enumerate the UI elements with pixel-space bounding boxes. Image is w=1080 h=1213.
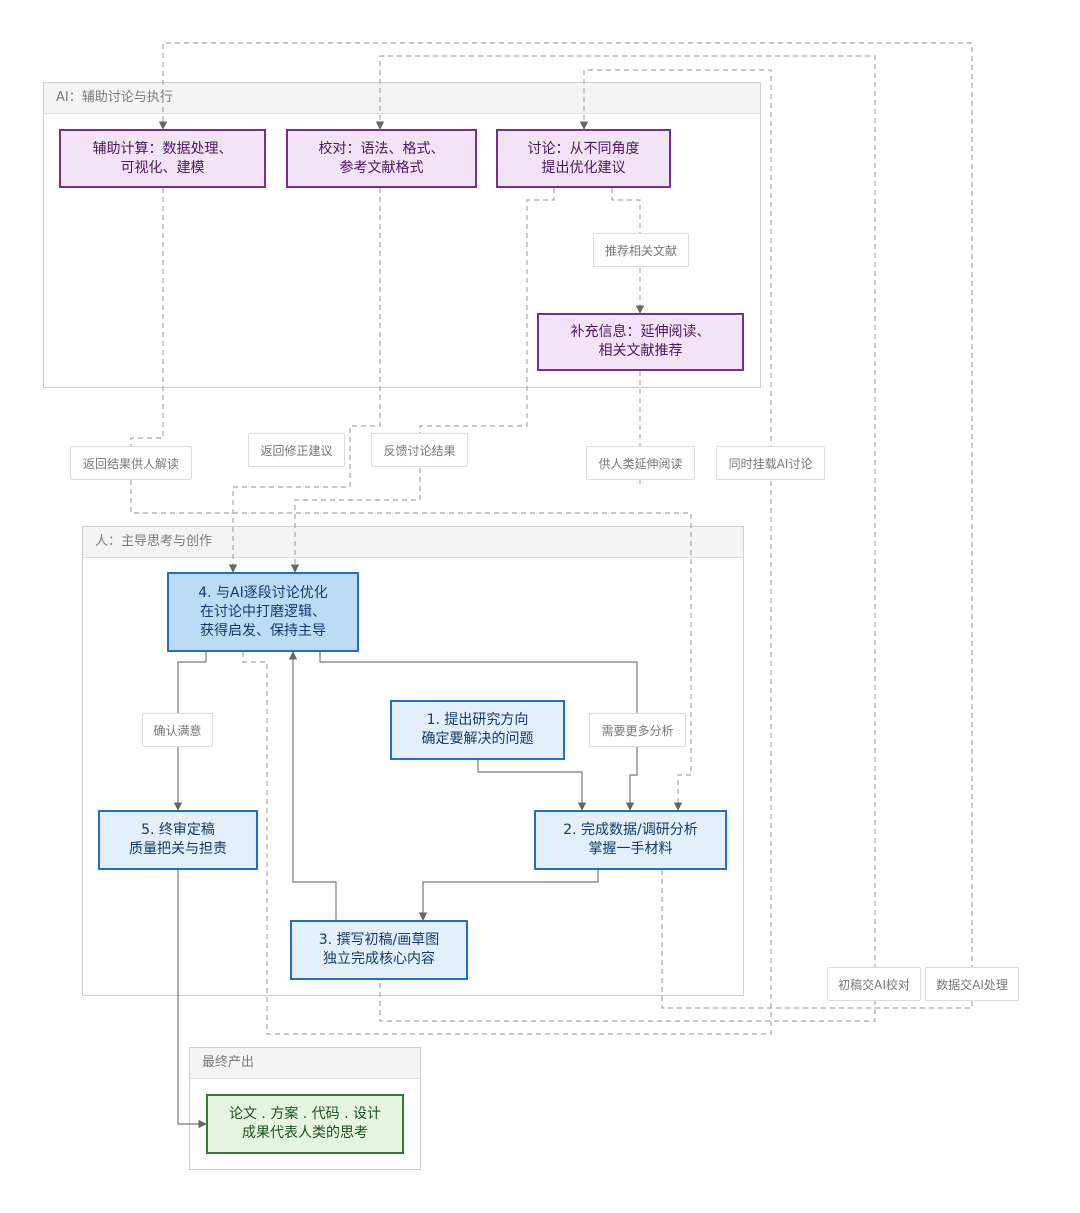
ai-discuss-line2: 提出优化建议 <box>541 159 626 176</box>
ai-supplement-line1: 补充信息：延伸阅读、 <box>570 324 711 340</box>
label-recommend: 推荐相关文献 <box>593 233 689 267</box>
output-line1: 论文 . 方案 . 代码 . 设计 <box>228 1106 382 1122</box>
step3-line2: 独立完成核心内容 <box>323 951 435 967</box>
edge-draft-to-ai <box>375 55 876 1022</box>
edge-step3-to-step4 <box>288 651 337 920</box>
label-confirm: 确认满意 <box>142 713 213 747</box>
final-group-title: 最终产出 <box>190 1048 420 1079</box>
step3-node[interactable]: 3. 撰写初稿/画草图 独立完成核心内容 <box>290 920 468 980</box>
step1-line2: 确定要解决的问题 <box>421 731 534 747</box>
label-draft-to-ai: 初稿交AI校对 <box>827 967 921 1001</box>
step5-node[interactable]: 5. 终审定稿 质量把关与担责 <box>98 810 258 870</box>
output-node[interactable]: 论文 . 方案 . 代码 . 设计 成果代表人类的思考 <box>206 1094 404 1154</box>
ai-discuss-line1: 讨论：从不同角度 <box>527 140 640 157</box>
human-group-title: 人：主导思考与创作 <box>83 527 743 558</box>
edge-ai-calc-to-step2 <box>130 188 692 811</box>
step1-line1: 1. 提出研究方向 <box>426 712 529 728</box>
ai-supplement-node[interactable]: 补充信息：延伸阅读、 相关文献推荐 <box>537 313 744 371</box>
step4-line3: 获得启发、保持主导 <box>200 622 326 639</box>
ai-proof-line2: 参考文献格式 <box>339 159 424 176</box>
label-feedback: 反馈讨论结果 <box>371 433 468 467</box>
step5-line2: 质量把关与担责 <box>129 841 227 857</box>
ai-calc-line2: 可视化、建模 <box>120 159 205 176</box>
edge-step5-to-output <box>177 870 207 1129</box>
step4-line2: 在讨论中打磨逻辑、 <box>200 603 326 620</box>
edge-data-to-ai <box>158 42 973 1009</box>
edge-ai-discuss-to-step4 <box>290 188 555 573</box>
step2-node[interactable]: 2. 完成数据/调研分析 掌握一手材料 <box>534 810 727 870</box>
ai-discuss-node[interactable]: 讨论：从不同角度 提出优化建议 <box>496 129 671 188</box>
ai-proof-node[interactable]: 校对：语法、格式、 参考文献格式 <box>286 129 477 188</box>
ai-supplement-line2: 相关文献推荐 <box>598 343 683 359</box>
label-need-more: 需要更多分析 <box>589 713 686 747</box>
label-return-results: 返回结果供人解读 <box>70 446 192 480</box>
label-return-corrections: 返回修正建议 <box>248 433 345 467</box>
human-group: 人：主导思考与创作 <box>82 526 744 996</box>
step4-node[interactable]: 4. 与AI逐段讨论优化 在讨论中打磨逻辑、 获得启发、保持主导 <box>167 572 359 652</box>
label-extended-reading: 供人类延伸阅读 <box>586 446 695 480</box>
edge-step2-to-step3 <box>418 870 599 921</box>
label-mount-ai: 同时挂载AI讨论 <box>716 446 825 480</box>
step2-line1: 2. 完成数据/调研分析 <box>563 822 698 838</box>
output-line2: 成果代表人类的思考 <box>242 1125 368 1141</box>
step1-node[interactable]: 1. 提出研究方向 确定要解决的问题 <box>390 700 565 760</box>
label-data-to-ai: 数据交AI处理 <box>925 967 1019 1001</box>
step5-line1: 5. 终审定稿 <box>141 822 215 838</box>
edge-mount-ai <box>242 69 772 1035</box>
ai-calc-line1: 辅助计算：数据处理、 <box>92 140 233 157</box>
ai-calc-node[interactable]: 辅助计算：数据处理、 可视化、建模 <box>59 129 266 188</box>
ai-proof-line1: 校对：语法、格式、 <box>318 140 445 157</box>
edge-ai-proof-to-step4 <box>228 188 381 573</box>
step2-line2: 掌握一手材料 <box>588 841 673 857</box>
step3-line1: 3. 撰写初稿/画草图 <box>318 932 440 948</box>
edge-step1-to-step2 <box>477 760 587 811</box>
step4-line1: 4. 与AI逐段讨论优化 <box>198 584 328 601</box>
